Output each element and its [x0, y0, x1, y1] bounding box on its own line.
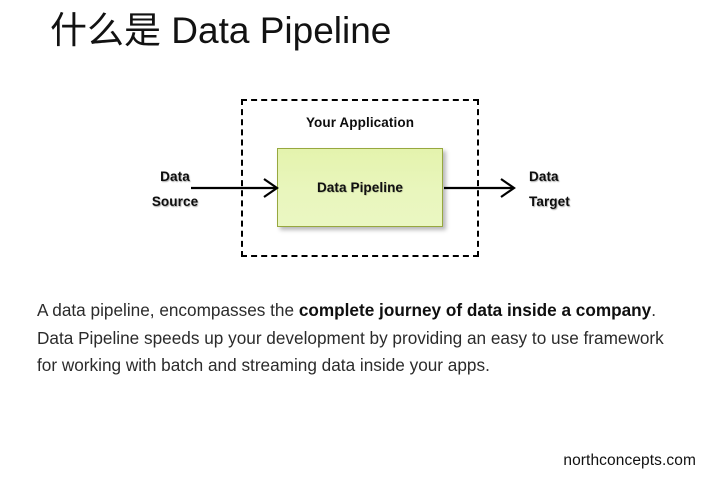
data-target-label-line2: Target — [529, 193, 570, 209]
body-text-part1: A data pipeline, encompasses the — [37, 300, 299, 320]
body-text-bold: complete journey of data inside a compan… — [298, 300, 652, 320]
diagram-arrows — [191, 178, 516, 198]
body-paragraph: A data pipeline, encompasses the complet… — [37, 297, 687, 380]
data-target-label-line1: Data — [529, 169, 559, 184]
page-title: 什么是 Data Pipeline — [50, 10, 392, 51]
data-pipeline-diagram: Your Application Data Pipeline Data Sour… — [145, 99, 599, 257]
data-source-label: Data Source — [145, 165, 205, 215]
source-to-pipeline-arrowhead — [263, 178, 279, 198]
pipeline-to-target-arrowhead — [500, 178, 516, 198]
data-target-label: Data Target — [529, 165, 599, 215]
footer-site-name: northconcepts.com — [563, 452, 696, 469]
your-application-container — [241, 99, 479, 257]
data-source-label-line2: Source — [151, 193, 199, 209]
data-source-label-line1: Data — [160, 169, 190, 184]
your-application-label: Your Application — [305, 115, 415, 130]
body-text-part2: . Data Pipeline speeds up your developme… — [37, 300, 664, 375]
data-pipeline-node-label: Data Pipeline — [316, 180, 404, 195]
